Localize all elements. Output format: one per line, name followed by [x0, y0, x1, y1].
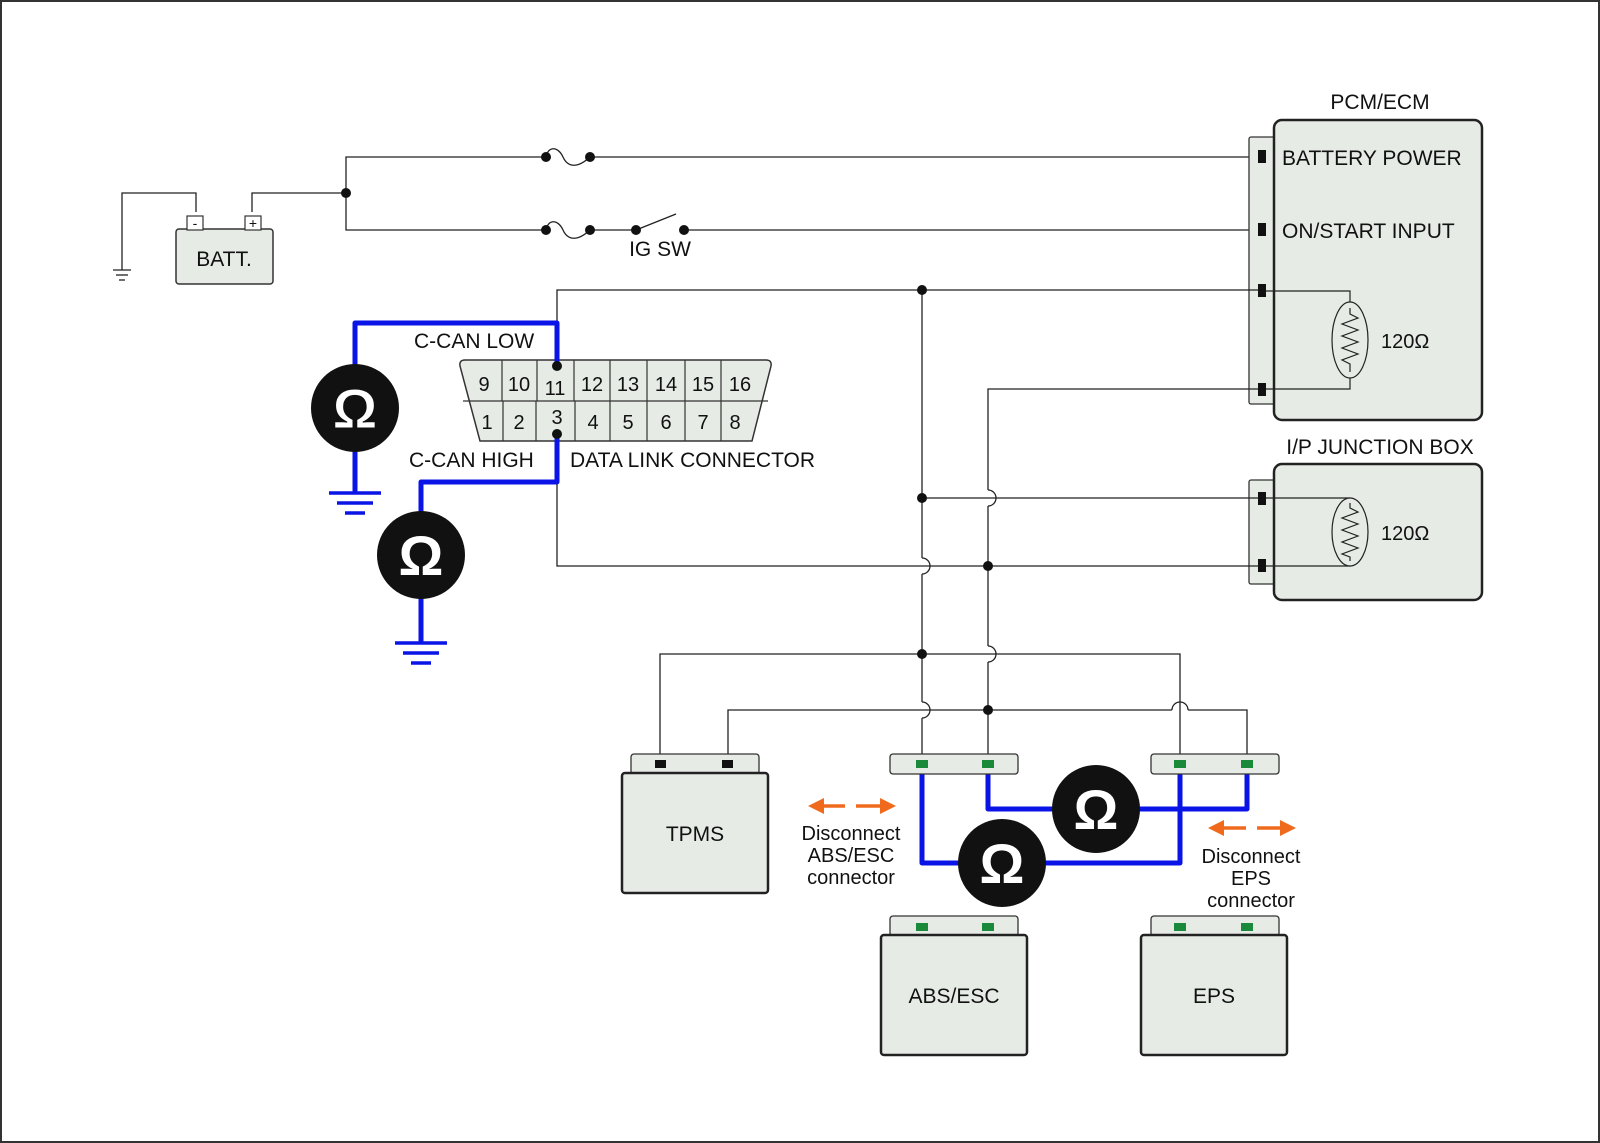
- abs-note-line-3: connector: [807, 867, 895, 889]
- dlc-pin-10: 10: [508, 374, 530, 396]
- abs-note-line-1: Disconnect: [802, 823, 901, 845]
- dlc-pin-15: 15: [692, 374, 714, 396]
- dlc-pin-12: 12: [581, 374, 603, 396]
- ig-switch-label: IG SW: [629, 238, 691, 261]
- dlc-title: DATA LINK CONNECTOR: [570, 449, 815, 472]
- dlc-pin-4: 4: [587, 412, 598, 434]
- abs-esc-label: ABS/ESC: [908, 985, 999, 1008]
- battery-pos-sign: +: [249, 215, 257, 231]
- dlc-pin-6: 6: [660, 412, 671, 434]
- eps-disconnect-arrow: [1208, 820, 1296, 836]
- ohm-symbol-4: Ω: [1074, 778, 1119, 841]
- dlc-pin-2: 2: [513, 412, 524, 434]
- eps-note-line-2: EPS: [1231, 868, 1271, 890]
- ip-junction-box: [1272, 462, 1484, 602]
- battery-negative-terminal: [186, 215, 204, 231]
- tpms-connector: [630, 753, 760, 775]
- can-bus-wiring: [556, 289, 1258, 766]
- tpms-module: TPMS: [620, 771, 770, 895]
- dlc-pin-13: 13: [617, 374, 639, 396]
- abs-disconnect-arrow: [808, 798, 896, 814]
- pcm-battery-power: BATTERY POWER: [1282, 147, 1462, 170]
- ohmmeter-4: Ω: [1052, 765, 1140, 853]
- dlc-pin-7: 7: [697, 412, 708, 434]
- eps-module: EPS: [1139, 915, 1289, 1057]
- dlc-pin-11: 11: [545, 378, 566, 400]
- ohmmeter-1: Ω: [311, 364, 399, 452]
- pcm-connector: [1248, 136, 1276, 405]
- tpms-label: TPMS: [666, 823, 724, 846]
- battery-positive-terminal: [244, 215, 262, 231]
- ohm-symbol-2: Ω: [399, 524, 444, 587]
- abs-esc-module: ABS/ESC: [879, 915, 1029, 1057]
- abs-harness-connector: [889, 753, 1019, 775]
- pcm-on-start-input: ON/START INPUT: [1282, 220, 1455, 243]
- ohm-symbol-3: Ω: [980, 832, 1025, 895]
- junction-box-termination-resistor: 120Ω: [1381, 523, 1429, 545]
- battery-box: [175, 228, 274, 285]
- pcm-title: PCM/ECM: [1330, 91, 1429, 114]
- dlc-pin-3: 3: [551, 407, 562, 429]
- dlc-pin-16: 16: [729, 374, 751, 396]
- dlc-pin-14: 14: [655, 374, 677, 396]
- ohm-symbol-1: Ω: [333, 377, 378, 440]
- battery-neg-sign: -: [193, 215, 198, 231]
- c-can-high-label: C-CAN HIGH: [409, 449, 534, 472]
- ohmmeter-3: Ω: [958, 819, 1046, 907]
- ohmmeter-2: Ω: [377, 511, 465, 599]
- dlc-pin-5: 5: [622, 412, 633, 434]
- eps-note-line-3: connector: [1207, 890, 1295, 912]
- wire-junctions: [917, 285, 993, 715]
- c-can-low-label: C-CAN LOW: [414, 330, 534, 353]
- battery-label: BATT.: [196, 248, 252, 271]
- pcm-termination-resistor: 120Ω: [1381, 331, 1429, 353]
- pcm-ecm-module: [1272, 118, 1484, 422]
- eps-label: EPS: [1193, 985, 1235, 1008]
- eps-note-line-1: Disconnect: [1202, 846, 1301, 868]
- dlc-pin-1: 1: [481, 412, 492, 434]
- dlc-pin-8: 8: [729, 412, 740, 434]
- dlc-pin-9: 9: [478, 374, 489, 396]
- eps-harness-connector: [1150, 753, 1280, 775]
- abs-note-line-2: ABS/ESC: [808, 845, 895, 867]
- junction-box-title: I/P JUNCTION BOX: [1286, 436, 1473, 459]
- battery-circuit: [113, 148, 1258, 281]
